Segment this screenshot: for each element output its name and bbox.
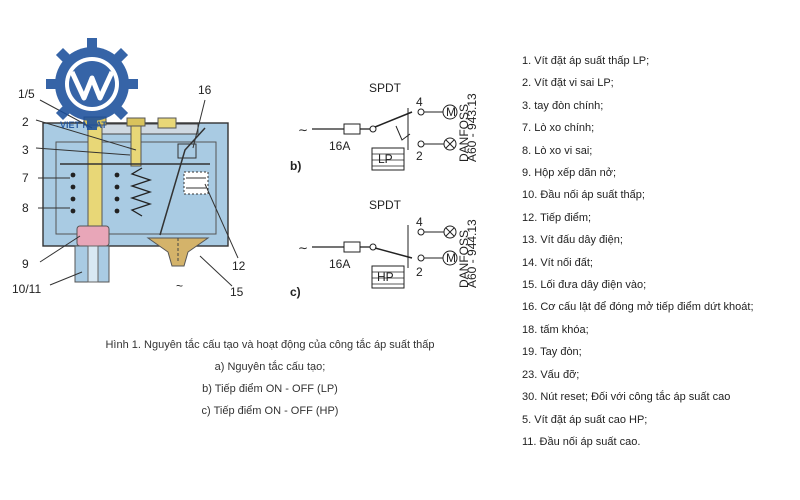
diagram-b-tag: b) (290, 159, 301, 173)
bellows-lp (371, 147, 405, 171)
side-text-c-1: DANFOSS (457, 230, 471, 288)
side-text-c-2: A60 - 944.13 (465, 219, 479, 288)
legend-item: 9. Hộp xếp dãn nở; (522, 167, 617, 180)
spdt-hp-diagram: SPDT ∼ 16A 4 2 M HP c) DANFOSS A60 - 944… (290, 198, 479, 299)
contact-block (183, 171, 209, 195)
connector-inner (87, 245, 99, 283)
pressure-symbol: ~ (176, 279, 183, 293)
callout-10-11: 10/11 (12, 282, 41, 296)
bellows-pink (76, 225, 110, 247)
caption-line-a: a) Nguyên tắc cấu tạo; (214, 361, 326, 373)
side-text-b-2: A60 - 943.13 (465, 93, 479, 162)
legend-item: 30. Nút reset; Đối với công tắc áp suất … (522, 391, 731, 404)
callout-3: 3 (22, 143, 29, 157)
ac-symbol-b: ∼ (298, 123, 308, 137)
svg-text:M: M (446, 105, 456, 119)
legend-item: 19. Tay đòn; (522, 346, 582, 359)
side-text-b-1: DANFOSS (457, 104, 471, 162)
vietnhat-gear-logo: VIET NHAT (46, 38, 138, 130)
bellows-label-lp: LP (378, 152, 393, 166)
legend-item: 23. Vấu đỡ; (522, 368, 580, 381)
caption-line-b: b) Tiếp điểm ON - OFF (LP) (202, 383, 338, 395)
callout-7: 7 (22, 171, 29, 185)
legend-item: 3. tay đòn chính; (522, 99, 604, 112)
terminal-2-b: 2 (416, 149, 423, 163)
legend-item: 2. Vít đặt vi sai LP; (522, 77, 614, 90)
cable-entry (146, 237, 210, 267)
motor-c (442, 250, 458, 266)
legend-item: 15. Lối đưa dây điện vào; (522, 279, 647, 292)
motor-b (442, 104, 458, 120)
terminal-4-c: 4 (416, 215, 423, 229)
caption-title: Hình 1. Nguyên tắc cấu tạo và hoạt động … (105, 339, 435, 351)
callout-15: 15 (230, 285, 244, 299)
legend-item: 1. Vít đặt áp suất thấp LP; (522, 55, 650, 67)
callout-leaders (35, 99, 239, 287)
range-screw (87, 117, 103, 227)
legend-item: 11. Đầu nối áp suất cao. (522, 435, 641, 448)
legend-item: 14. Vít nối đất; (522, 256, 593, 269)
legend-item: 10. Đầu nối áp suất thấp; (522, 189, 645, 202)
legend-item: 18. tấm khóa; (522, 323, 589, 336)
callout-2: 2 (22, 115, 29, 129)
reset-cap (157, 117, 177, 129)
legend-item: 16. Cơ cấu lật để đóng mở tiếp điểm dứt … (522, 301, 754, 314)
legend-item: 12. Tiếp điểm; (522, 211, 592, 224)
main-lever (159, 127, 206, 236)
differential-screw (130, 123, 142, 167)
logo-text: VIET NHAT (60, 120, 107, 130)
bellows-hp (371, 265, 405, 289)
terminal-4-b: 4 (416, 95, 423, 109)
diagram-c-tag: c) (290, 285, 301, 299)
spdt-lp-diagram: SPDT ∼ 16A 4 2 M LP b) DANFOSS A60 - 943… (290, 81, 479, 173)
legend-item: 5. Vít đặt áp suất cao HP; (522, 413, 648, 426)
callout-12: 12 (232, 259, 246, 273)
differential-screw-head (126, 117, 146, 127)
differential-spring (129, 167, 153, 217)
snap-mechanism (177, 143, 197, 159)
legend-item: 8. Lò xo vi sai; (522, 144, 593, 157)
callout-9: 9 (22, 257, 29, 271)
callout-1-5: 1/5 (18, 87, 35, 101)
svg-text:M: M (446, 251, 456, 265)
terminal-2-c: 2 (416, 265, 423, 279)
spdt-b-title: SPDT (369, 81, 402, 95)
fuse-label-c: 16A (329, 257, 350, 271)
fuse-c (343, 241, 361, 253)
parts-legend: 1. Vít đặt áp suất thấp LP; 2. Vít đặt v… (522, 50, 754, 453)
fuse-b (343, 123, 361, 135)
ac-symbol-c: ∼ (298, 241, 308, 255)
legend-item: 13. Vít đấu dây điện; (522, 234, 623, 247)
legend-item: 7. Lò xo chính; (522, 122, 595, 135)
main-spring (70, 172, 120, 214)
caption-line-c: c) Tiếp điểm ON - OFF (HP) (201, 405, 339, 417)
spdt-c-title: SPDT (369, 198, 402, 212)
fuse-label-b: 16A (329, 139, 350, 153)
callout-16: 16 (198, 83, 212, 97)
bellows-label-hp: HP (377, 270, 394, 284)
callout-8: 8 (22, 201, 29, 215)
construction-diagram: 1/5 2 3 7 8 9 10/11 16 12 15 ~ (12, 83, 246, 299)
